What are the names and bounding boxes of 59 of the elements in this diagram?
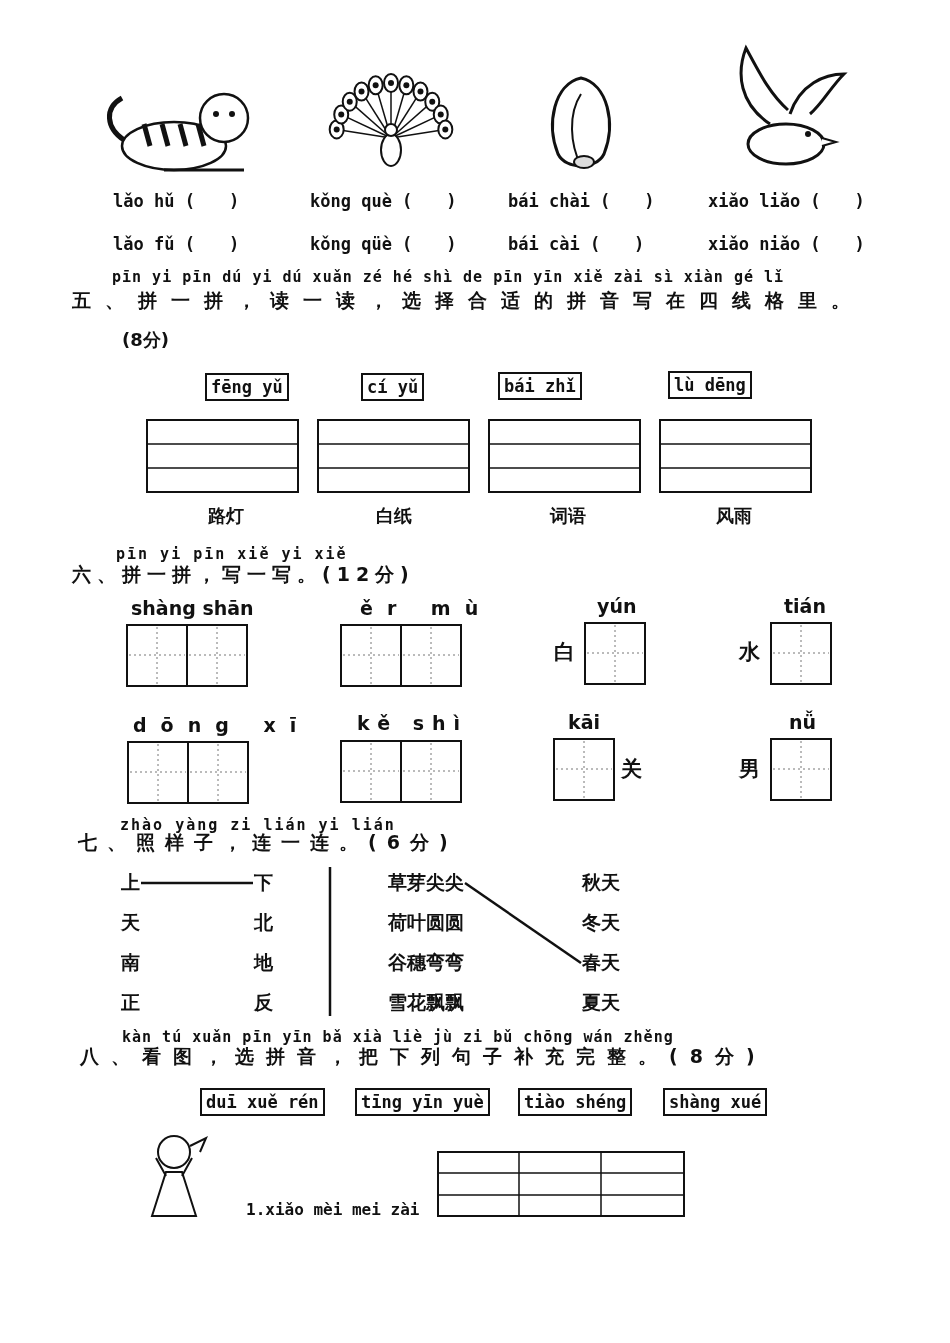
character-text: 男: [739, 756, 760, 783]
pinyin-option-box: duī xuě rén: [200, 1088, 325, 1116]
word-text: 白纸: [376, 504, 412, 528]
matching-word: 北: [254, 910, 273, 936]
pinyin-text: kāi: [568, 711, 600, 733]
pinyin-text: ěr mù: [360, 597, 493, 619]
matching-word: 草芽尖尖: [388, 870, 464, 896]
matching-word: 春天: [582, 950, 620, 976]
pinyin-option-box: tiào shéng: [518, 1088, 633, 1116]
pinyin-prompt: kǒng qüè ( ): [310, 233, 457, 256]
matching-word: 上: [121, 870, 140, 896]
matching-word: 谷穗弯弯: [388, 950, 464, 976]
score-text: (8分): [122, 328, 169, 352]
character-text: 白: [554, 639, 575, 666]
word-text: 风雨: [716, 504, 752, 528]
pinyin-prompt: xiǎo niǎo ( ): [708, 233, 865, 256]
pinyin-line: pīn yi pīn dú yi dú xuǎn zé hé shì de pīn yīn xiě zài sì xiàn gé lǐ: [112, 268, 785, 286]
matching-line: [141, 881, 253, 885]
pinyin-line: zhào yàng zi lián yi lián: [120, 816, 396, 834]
character-text: 关: [621, 756, 642, 783]
pinyin-text: tián: [784, 595, 826, 617]
matching-word: 冬天: [582, 910, 620, 936]
pinyin-line: kàn tú xuǎn pīn yīn bǎ xià liè jù zi bǔ chōng wán zhěng: [122, 1028, 674, 1046]
word-text: 路灯: [208, 504, 244, 528]
matching-word: 反: [254, 990, 273, 1016]
matching-word: 天: [121, 910, 140, 936]
matching-word: 南: [121, 950, 140, 976]
pinyin-text: yún: [597, 595, 637, 617]
matching-line: [464, 881, 582, 965]
pinyin-prompt: bái chài ( ): [508, 190, 655, 213]
question-heading: 六、拼一拼，写一写。(12分): [72, 562, 415, 587]
pinyin-option-box: shàng xué: [663, 1088, 768, 1116]
pinyin-prompt: kǒng què ( ): [310, 190, 457, 213]
question-heading: 八、看图，选拼音，把下列句子补充完整。(8分): [80, 1045, 767, 1069]
pinyin-text: dōng xī: [133, 714, 311, 736]
matching-word: 秋天: [582, 870, 620, 896]
matching-word: 下: [254, 870, 273, 896]
sentence-text: 1.xiǎo mèi mei zài: [246, 1200, 420, 1219]
pinyin-text: kě shì: [357, 712, 468, 734]
pinyin-prompt: lǎo fǔ ( ): [113, 233, 240, 256]
pinyin-prompt: lǎo hǔ ( ): [113, 190, 240, 213]
matching-word: 地: [254, 950, 273, 976]
pinyin-prompt: xiǎo liǎo ( ): [708, 190, 865, 213]
matching-word: 正: [121, 990, 140, 1016]
pinyin-option-box: lù dēng: [668, 371, 752, 399]
matching-word: 荷叶圆圆: [388, 910, 464, 936]
pinyin-prompt: bái cài ( ): [508, 233, 645, 256]
pinyin-text: nǚ: [789, 711, 817, 733]
matching-word: 雪花飘飘: [388, 990, 464, 1016]
pinyin-option-box: tīng yīn yuè: [355, 1088, 490, 1116]
word-text: 词语: [550, 504, 586, 528]
character-text: 水: [739, 639, 760, 666]
pinyin-line: pīn yi pīn xiě yi xiě: [116, 545, 348, 563]
pinyin-option-box: bái zhǐ: [498, 372, 582, 400]
pinyin-option-box: cí yǔ: [361, 373, 425, 401]
matching-word: 夏天: [582, 990, 620, 1016]
pinyin-option-box: fēng yǔ: [205, 373, 289, 401]
pinyin-text: shàng shān: [131, 597, 254, 619]
question-heading: 五、拼一拼，读一读，选择合适的拼音写在四线格里。: [72, 288, 864, 313]
